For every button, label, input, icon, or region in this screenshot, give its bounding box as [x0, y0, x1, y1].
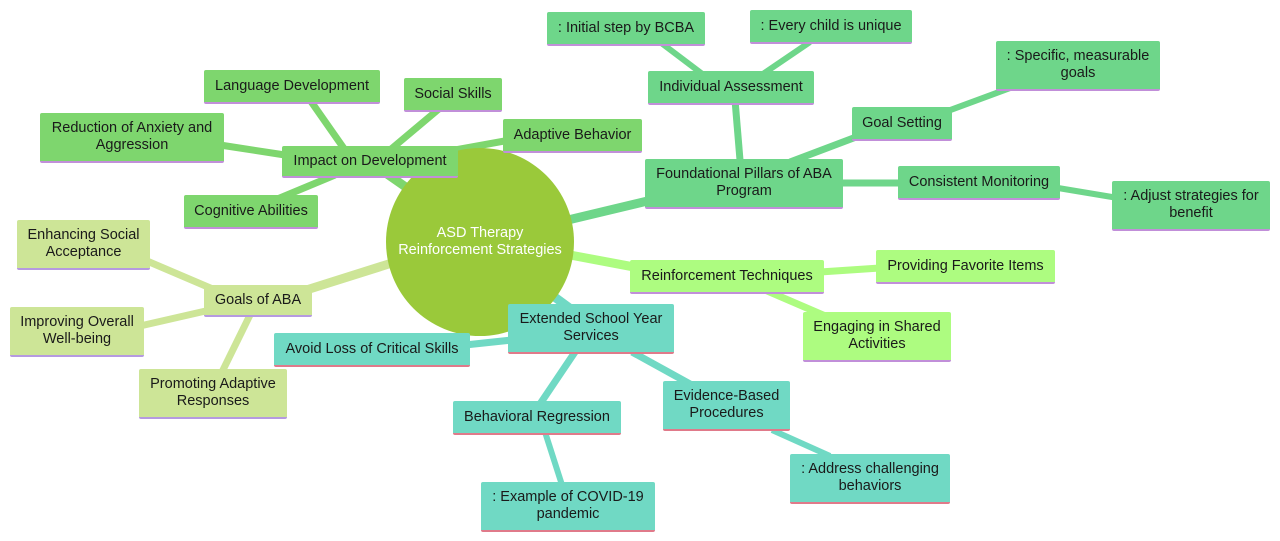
node-promoting-adaptive-responses: Promoting Adaptive Responses [139, 369, 287, 419]
edge-regression-covid [542, 431, 565, 486]
edge-school-year-avoid [464, 336, 513, 349]
node-foundational-pillars: Foundational Pillars of ABA Program [645, 159, 843, 209]
node-reduction-anxiety-aggression: Reduction of Anxiety and Aggression [40, 113, 224, 163]
node-goals-of-aba: Goals of ABA [204, 285, 312, 317]
edge-goal-setting-specific [943, 85, 1012, 115]
edge-development-anxiety [219, 141, 286, 159]
node-individual-assessment: Individual Assessment [648, 71, 814, 105]
node-behavioral-regression: Behavioral Regression [453, 401, 621, 435]
node-initial-step-bcba: : Initial step by BCBA [547, 12, 705, 46]
edge-goals-social [138, 254, 217, 294]
node-specific-measurable-goals: : Specific, measurable goals [996, 41, 1160, 91]
node-extended-school-year: Extended School Year Services [508, 304, 674, 354]
edge-reinforcement-favorite [819, 264, 881, 276]
node-improving-well-being: Improving Overall Well-being [10, 307, 144, 357]
node-consistent-monitoring: Consistent Monitoring [898, 166, 1060, 200]
node-enhancing-social-acceptance: Enhancing Social Acceptance [17, 220, 150, 270]
node-every-child-unique: : Every child is unique [750, 10, 912, 44]
node-reinforcement-techniques: Reinforcement Techniques [630, 260, 824, 294]
edge-assessment-bcba [658, 39, 707, 79]
node-engaging-shared-activities: Engaging in Shared Activities [803, 312, 951, 362]
node-social-skills: Social Skills [404, 78, 502, 112]
node-providing-favorite-items: Providing Favorite Items [876, 250, 1055, 284]
node-goal-setting: Goal Setting [852, 107, 952, 141]
node-covid-example: : Example of COVID-19 pandemic [481, 482, 655, 532]
edge-pillars-assessment [731, 99, 744, 161]
node-evidence-based-procedures: Evidence-Based Procedures [663, 381, 790, 431]
edge-goals-wellbeing [139, 306, 211, 330]
node-impact-on-development: Impact on Development [282, 146, 458, 178]
edge-root-pillars [566, 193, 662, 225]
edge-development-social [387, 105, 443, 153]
edge-root-goals [298, 257, 397, 297]
node-address-challenging-behaviors: : Address challenging behaviors [790, 454, 950, 504]
node-adaptive-behavior: Adaptive Behavior [503, 119, 642, 153]
edge-assessment-unique [758, 39, 812, 79]
node-adjust-strategies: : Adjust strategies for benefit [1112, 181, 1270, 231]
edge-school-year-procedures [630, 348, 692, 388]
edge-monitoring-adjust [1057, 185, 1119, 201]
edge-school-year-regression [537, 350, 578, 406]
node-cognitive-abilities: Cognitive Abilities [184, 195, 318, 229]
edge-goals-adaptive [218, 313, 254, 374]
node-language-development: Language Development [204, 70, 380, 104]
edge-procedures-address [770, 427, 832, 459]
node-avoid-loss-skills: Avoid Loss of Critical Skills [274, 333, 470, 367]
edge-development-language [307, 97, 348, 153]
